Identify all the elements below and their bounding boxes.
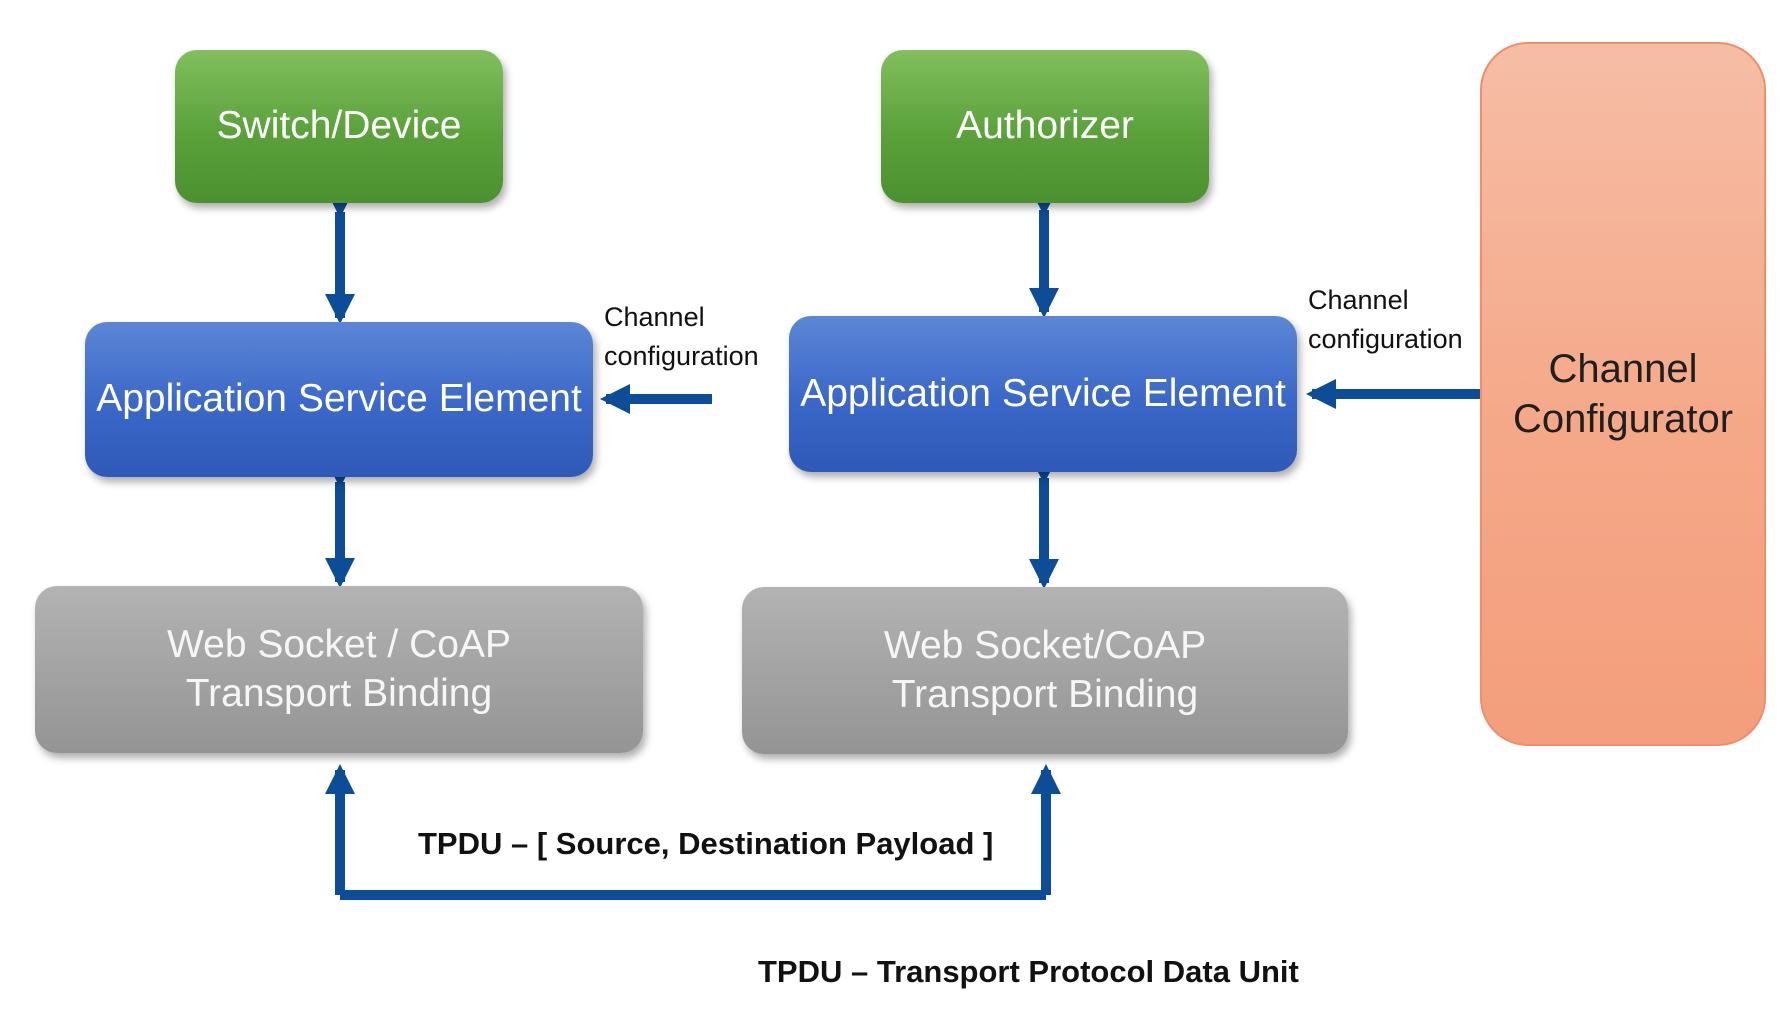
authorizer-box: Authorizer — [881, 50, 1209, 203]
transport-left-line2: Transport Binding — [185, 671, 493, 715]
transport-binding-right: Web Socket/CoAP Transport Binding — [742, 587, 1348, 754]
application-service-element-left: Application Service Element — [85, 322, 593, 477]
switch-device-box: Switch/Device — [175, 50, 503, 203]
channel-configurator-box: Channel Configurator — [1480, 42, 1766, 746]
transport-right-line2: Transport Binding — [891, 672, 1199, 716]
channel-config-right-line2: configuration — [1308, 324, 1463, 355]
transport-binding-left: Web Socket / CoAP Transport Binding — [35, 586, 643, 753]
ase-left-label: Application Service Element — [96, 377, 582, 421]
channel-config-left-line2: configuration — [604, 341, 759, 372]
transport-left-line1: Web Socket / CoAP — [167, 622, 511, 666]
channel-config-right-line1: Channel — [1308, 285, 1409, 315]
transport-right-line1: Web Socket/CoAP — [883, 623, 1207, 667]
channel-config-label-left: Channel configuration — [604, 298, 759, 376]
configurator-line1: Channel — [1548, 347, 1698, 391]
switch-device-label: Switch/Device — [216, 104, 462, 148]
application-service-element-right: Application Service Element — [789, 316, 1297, 472]
ase-right-label: Application Service Element — [800, 371, 1286, 415]
authorizer-label: Authorizer — [956, 104, 1134, 148]
tpdu-link-label: TPDU – [ Source, Destination Payload ] — [418, 826, 994, 861]
configurator-line2: Configurator — [1512, 397, 1734, 441]
tpdu-footnote: TPDU – Transport Protocol Data Unit — [758, 954, 1299, 989]
channel-config-label-right: Channel configuration — [1308, 281, 1463, 359]
channel-config-left-line1: Channel — [604, 302, 705, 332]
